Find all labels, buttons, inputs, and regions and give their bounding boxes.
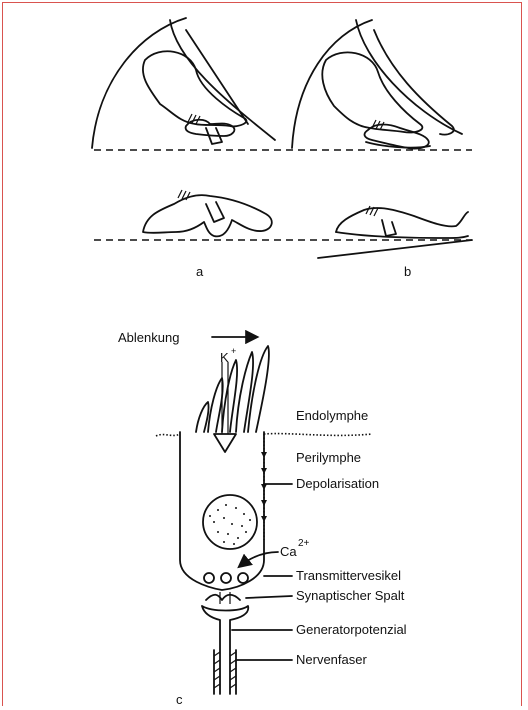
- transmitter-vesicle-label: Transmittervesikel: [296, 568, 401, 583]
- endolymph-label: Endolymphe: [296, 408, 368, 423]
- calcium-label: Ca: [280, 544, 297, 559]
- panel-a-upper: [92, 18, 275, 148]
- panel-b-lower: [336, 206, 468, 238]
- panel-b-tilt-line: [318, 240, 472, 258]
- deflection-label: Ablenkung: [118, 330, 179, 345]
- calcium-charge: 2+: [298, 538, 310, 549]
- synaptic-cleft-label: Synaptischer Spalt: [296, 588, 405, 603]
- panel-c-label: c: [176, 692, 183, 707]
- generator-potential-label: Generatorpotenzial: [296, 622, 407, 637]
- perilymph-label: Perilymphe: [296, 450, 361, 465]
- depolarization-label: Depolarisation: [296, 476, 379, 491]
- vesicle: [221, 573, 231, 583]
- vesicle: [204, 573, 214, 583]
- panel-b-upper: [292, 20, 462, 149]
- vesicle: [238, 573, 248, 583]
- panel-b-label: b: [404, 264, 411, 279]
- panel-a-label: a: [196, 264, 204, 279]
- panel-a-lower: [143, 190, 272, 236]
- nerve-fiber-label: Nervenfaser: [296, 652, 367, 667]
- ion-label: K: [220, 350, 229, 365]
- hair-cell-diagram: [156, 337, 372, 694]
- ion-charge: +: [231, 346, 236, 356]
- nucleus: [203, 495, 257, 549]
